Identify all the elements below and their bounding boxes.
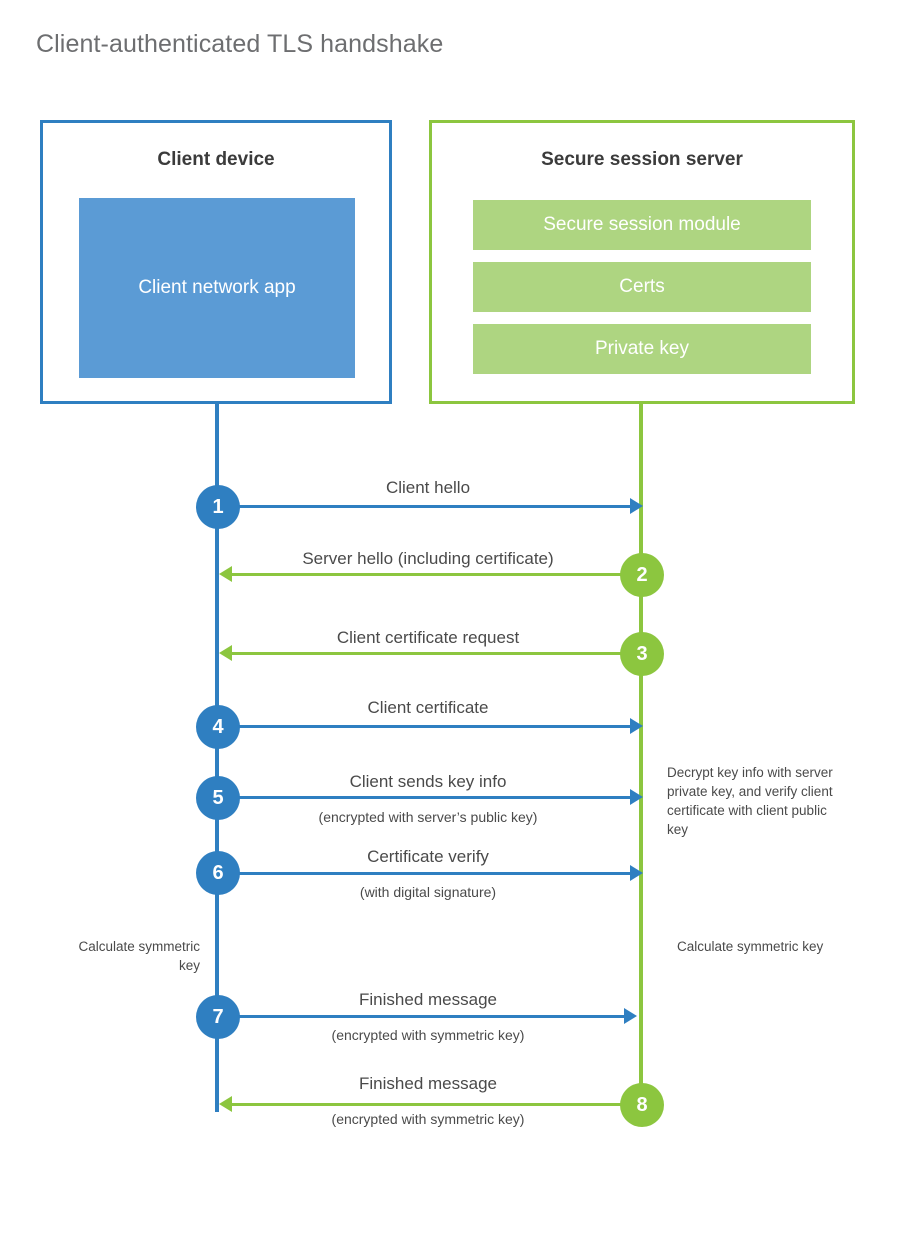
message-label-8: Finished message [359, 1074, 497, 1093]
secure-session-server-title: Secure session server [541, 149, 743, 170]
participant-box-server: Secure session server Secure session mod… [429, 120, 855, 404]
arrow-head-right-icon [630, 498, 643, 514]
arrow-head-right-icon [624, 1008, 637, 1024]
message-arrow-line-7 [238, 1015, 624, 1018]
server-component-secure-session-module: Secure session module [473, 200, 811, 250]
message-arrow-line-3 [232, 652, 622, 655]
message-arrow-line-6 [238, 872, 630, 875]
message-arrow-line-4 [238, 725, 630, 728]
message-label-7: Finished message [359, 990, 497, 1009]
client-network-app-block: Client network app [79, 198, 355, 378]
message-arrow-line-2 [232, 573, 622, 576]
arrow-head-left-icon [219, 566, 232, 582]
lifeline-server [639, 404, 643, 1106]
step-circle-8[interactable]: 8 [620, 1083, 664, 1127]
lifeline-client [215, 404, 219, 1112]
server-component-private-key: Private key [473, 324, 811, 374]
server-component-certs: Certs [473, 262, 811, 312]
arrow-head-right-icon [630, 865, 643, 881]
note-client-calculate-symmetric-key: Calculate symmetric key [78, 939, 200, 974]
message-label-1: Client hello [385, 478, 471, 497]
note-server-decrypt: Decrypt key info with server private key… [667, 765, 833, 838]
message-label-4: Client certificate [367, 698, 489, 717]
arrow-head-right-icon [630, 718, 643, 734]
client-device-title: Client device [157, 149, 275, 170]
message-label-5: Client sends key info [349, 772, 507, 791]
message-arrow-line-1 [238, 505, 630, 508]
message-label-6: Certificate verify [367, 847, 489, 866]
participant-box-client: Client device Client network app [40, 120, 392, 404]
arrow-head-right-icon [630, 789, 643, 805]
step-circle-4[interactable]: 4 [196, 705, 240, 749]
step-circle-3[interactable]: 3 [620, 632, 664, 676]
note-server-calculate-symmetric-key: Calculate symmetric key [677, 939, 824, 954]
message-arrow-line-5 [238, 796, 630, 799]
message-sublabel-6: (with digital signature) [359, 884, 497, 900]
message-sublabel-8: (encrypted with symmetric key) [331, 1111, 525, 1127]
message-sublabel-5: (encrypted with server’s public key) [318, 809, 538, 825]
message-label-2: Server hello (including certificate) [302, 549, 554, 568]
message-label-3: Client certificate request [336, 628, 520, 647]
step-circle-7[interactable]: 7 [196, 995, 240, 1039]
message-sublabel-7: (encrypted with symmetric key) [331, 1027, 525, 1043]
step-circle-5[interactable]: 5 [196, 776, 240, 820]
step-circle-2[interactable]: 2 [620, 553, 664, 597]
step-circle-1[interactable]: 1 [196, 485, 240, 529]
page-title: Client-authenticated TLS handshake [36, 30, 444, 58]
arrow-head-left-icon [219, 645, 232, 661]
message-arrow-line-8 [232, 1103, 622, 1106]
arrow-head-left-icon [219, 1096, 232, 1112]
step-circle-6[interactable]: 6 [196, 851, 240, 895]
